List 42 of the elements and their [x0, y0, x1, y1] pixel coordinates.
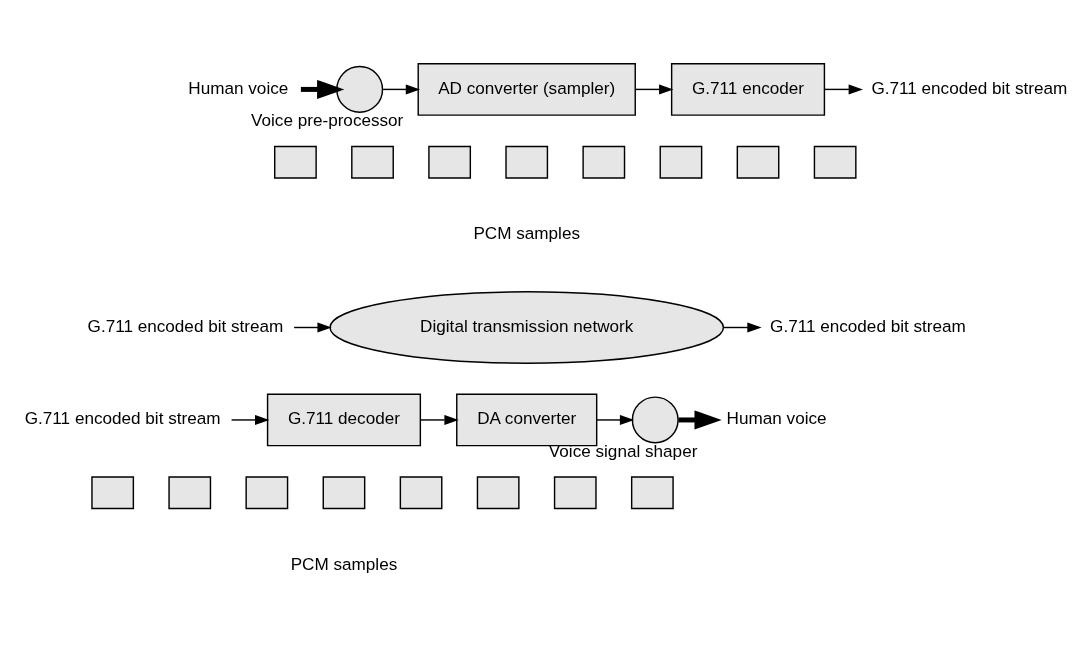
arrow: [230, 414, 270, 425]
arrow: [634, 84, 674, 95]
arrow: [293, 322, 332, 333]
node-ellipse: Digital transmission network: [329, 291, 725, 364]
arrow: [419, 414, 459, 425]
arrow: [300, 79, 345, 99]
node-circle: [336, 65, 384, 113]
arrow: [596, 414, 635, 425]
node-box: [428, 145, 472, 179]
node-box: [274, 145, 317, 179]
node-text: G.711 encoded bit stream: [87, 315, 284, 336]
node-box: G.711 decoder: [266, 393, 422, 447]
node-box: [322, 476, 366, 510]
node-box: [351, 145, 394, 179]
node-box: [399, 476, 443, 510]
node-text: Human voice: [726, 408, 827, 429]
node-box: G.711 encoder: [670, 63, 826, 116]
node-box: [168, 476, 212, 510]
node-text: G.711 encoded bit stream: [770, 315, 966, 336]
node-box: [245, 476, 289, 510]
arrow: [382, 84, 421, 95]
node-box: [736, 145, 780, 179]
label: PCM samples: [473, 223, 581, 244]
node-circle: [631, 396, 679, 444]
node-box: AD converter (sampler): [417, 63, 636, 116]
node-label: Voice pre-processor: [251, 109, 404, 130]
arrow: [823, 84, 863, 95]
node-box: DA converter: [456, 393, 598, 447]
node-text: G.711 encoded bit stream: [871, 77, 1068, 98]
node-box: [582, 145, 626, 179]
node-text: G.711 encoded bit stream: [24, 408, 221, 429]
node-text: Human voice: [188, 77, 289, 98]
node-box: [505, 145, 549, 179]
arrow: [678, 410, 722, 430]
label: PCM samples: [290, 554, 398, 575]
node-box: [630, 476, 674, 510]
arrow: [723, 322, 762, 333]
node-box: [553, 476, 597, 510]
node-box: [659, 145, 703, 179]
node-box: [813, 145, 857, 179]
node-box: [476, 476, 520, 510]
node-box: [91, 476, 135, 510]
